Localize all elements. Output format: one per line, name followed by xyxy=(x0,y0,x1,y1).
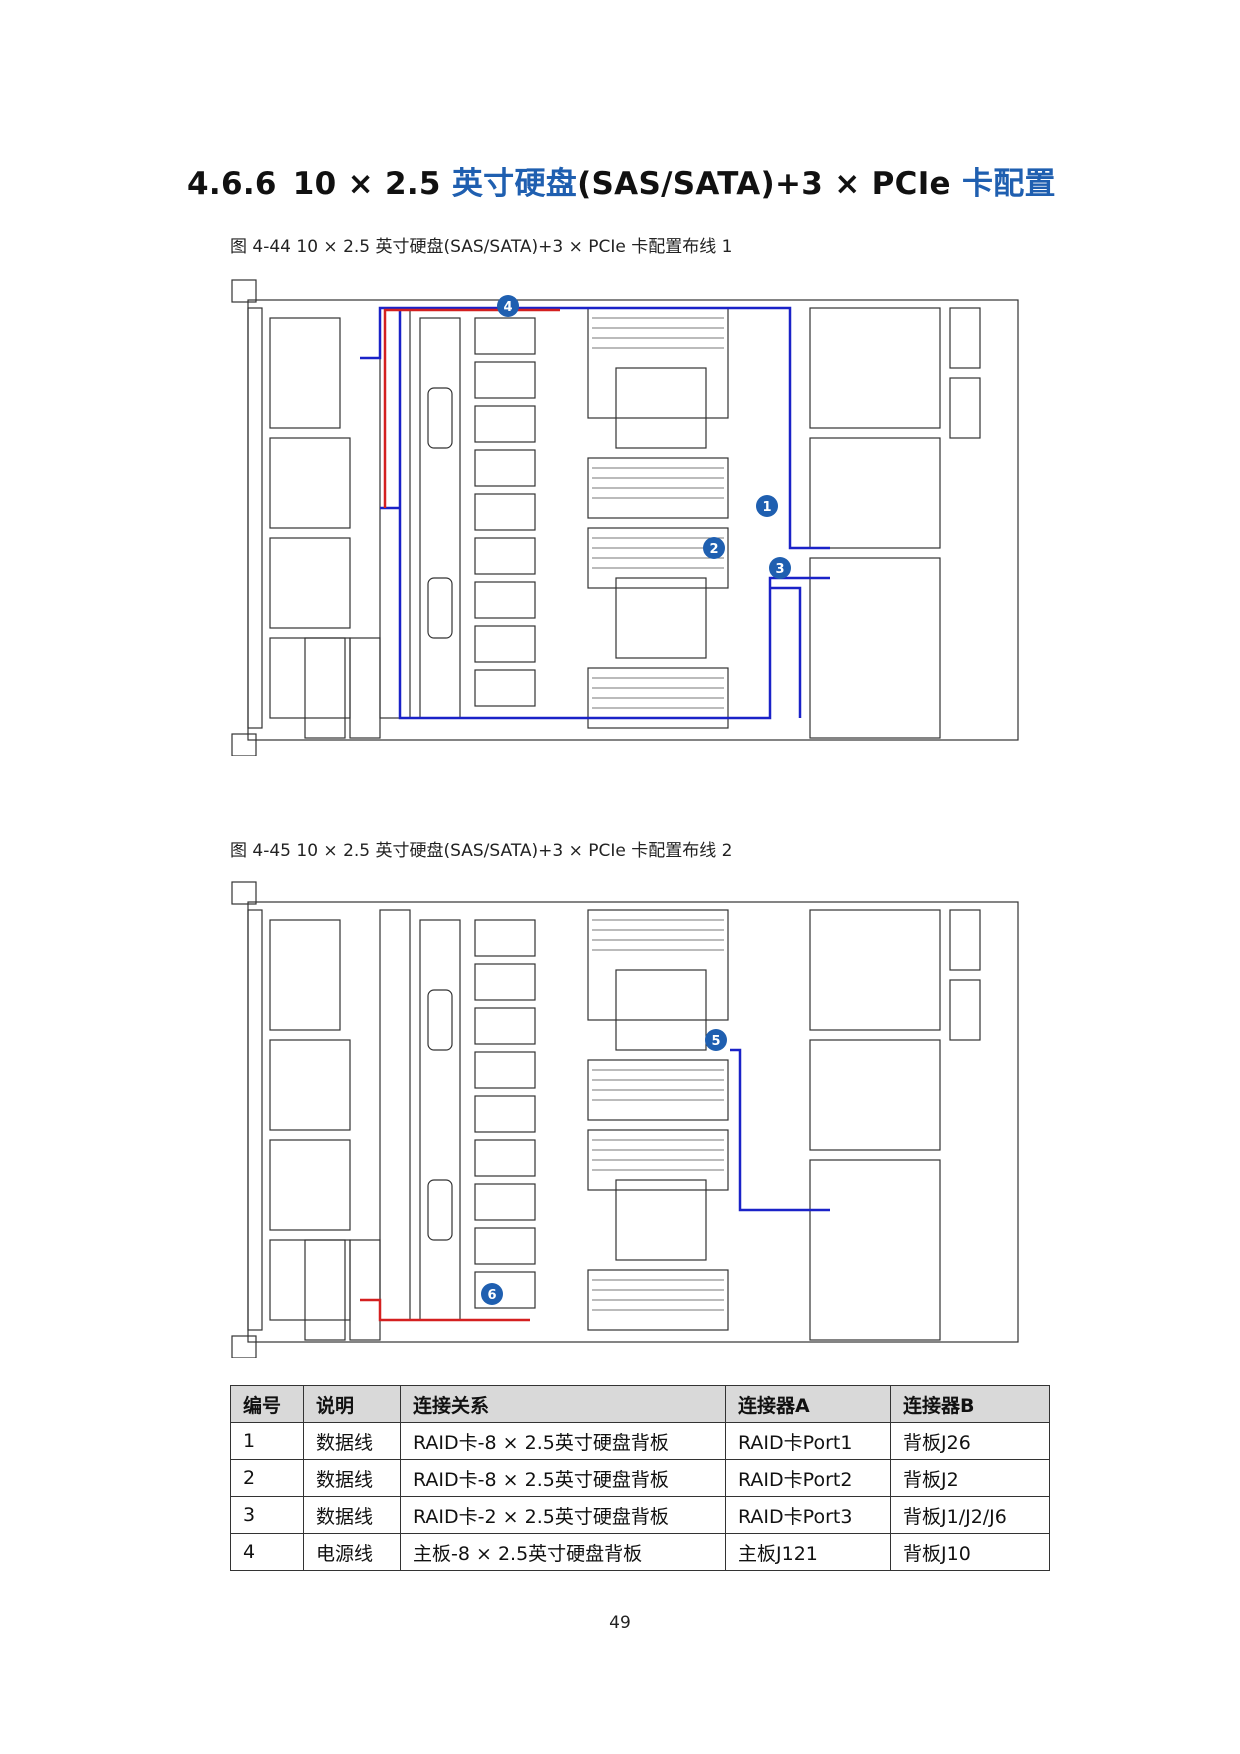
figure-caption-2: 图 4-45 10 × 2.5 英寸硬盘(SAS/SATA)+3 × PCIe … xyxy=(230,841,733,861)
cable-table: 编号 说明 连接关系 连接器A 连接器B 1 数据线 RAID卡-8 × 2.5… xyxy=(230,1385,1050,1571)
title-part-3: (SAS/SATA)+3 × PCIe xyxy=(577,166,962,202)
table-cell: 背板J2 xyxy=(890,1459,1050,1497)
table-cell: RAID卡-8 × 2.5英寸硬盘背板 xyxy=(400,1422,726,1460)
table-cell: 电源线 xyxy=(303,1533,401,1571)
table-cell: RAID卡-8 × 2.5英寸硬盘背板 xyxy=(400,1459,726,1497)
svg-text:6: 6 xyxy=(487,1288,496,1303)
table-cell: RAID卡Port2 xyxy=(725,1459,891,1497)
col-header: 说明 xyxy=(303,1385,401,1423)
section-title: 4.6.6 10 × 2.5 英寸硬盘(SAS/SATA)+3 × PCIe 卡配… xyxy=(187,158,1056,203)
table-cell: 数据线 xyxy=(303,1459,401,1497)
callout-4: 4 xyxy=(497,295,519,317)
table-cell: 数据线 xyxy=(303,1496,401,1534)
table-row: 1 数据线 RAID卡-8 × 2.5英寸硬盘背板 RAID卡Port1 背板J… xyxy=(230,1422,1050,1460)
figure-caption-1: 图 4-44 10 × 2.5 英寸硬盘(SAS/SATA)+3 × PCIe … xyxy=(230,237,733,257)
callout-1: 1 xyxy=(756,495,778,517)
table-cell: 背板J1/J2/J6 xyxy=(890,1496,1050,1534)
svg-text:3: 3 xyxy=(775,562,784,577)
table-cell: 数据线 xyxy=(303,1422,401,1460)
page-number: 49 xyxy=(609,1613,631,1633)
table-row: 3 数据线 RAID卡-2 × 2.5英寸硬盘背板 RAID卡Port3 背板J… xyxy=(230,1496,1050,1534)
chassis-diagram-2: 5 6 xyxy=(231,881,1019,1358)
svg-text:1: 1 xyxy=(762,500,771,515)
section-number: 4.6.6 xyxy=(187,166,277,202)
table-row: 4 电源线 主板-8 × 2.5英寸硬盘背板 主板J121 背板J10 xyxy=(230,1533,1050,1571)
callout-6: 6 xyxy=(481,1283,503,1305)
callout-5: 5 xyxy=(705,1029,727,1051)
title-part-1: 10 × 2.5 xyxy=(292,166,452,202)
table-cell: 主板-8 × 2.5英寸硬盘背板 xyxy=(400,1533,726,1571)
svg-text:4: 4 xyxy=(503,300,512,315)
callout-3: 3 xyxy=(769,557,791,579)
table-header-row: 编号 说明 连接关系 连接器A 连接器B xyxy=(230,1385,1050,1423)
table-row: 2 数据线 RAID卡-8 × 2.5英寸硬盘背板 RAID卡Port2 背板J… xyxy=(230,1459,1050,1497)
table-cell: 背板J10 xyxy=(890,1533,1050,1571)
table-cell: 2 xyxy=(230,1459,304,1497)
table-cell: RAID卡Port3 xyxy=(725,1496,891,1534)
svg-text:5: 5 xyxy=(711,1034,720,1049)
svg-text:2: 2 xyxy=(709,542,718,557)
col-header: 连接器B xyxy=(890,1385,1050,1423)
table-cell: 3 xyxy=(230,1496,304,1534)
callout-2: 2 xyxy=(703,537,725,559)
table-cell: RAID卡Port1 xyxy=(725,1422,891,1460)
table-cell: 背板J26 xyxy=(890,1422,1050,1460)
table-cell: 主板J121 xyxy=(725,1533,891,1571)
table-cell: 1 xyxy=(230,1422,304,1460)
table-cell: 4 xyxy=(230,1533,304,1571)
chassis-diagram-1: 4 1 2 3 xyxy=(231,279,1019,756)
title-part-2: 英寸硬盘 xyxy=(451,166,578,202)
title-part-4: 卡配置 xyxy=(961,166,1056,202)
table-cell: RAID卡-2 × 2.5英寸硬盘背板 xyxy=(400,1496,726,1534)
col-header: 编号 xyxy=(230,1385,304,1423)
col-header: 连接器A xyxy=(725,1385,891,1423)
col-header: 连接关系 xyxy=(400,1385,726,1423)
